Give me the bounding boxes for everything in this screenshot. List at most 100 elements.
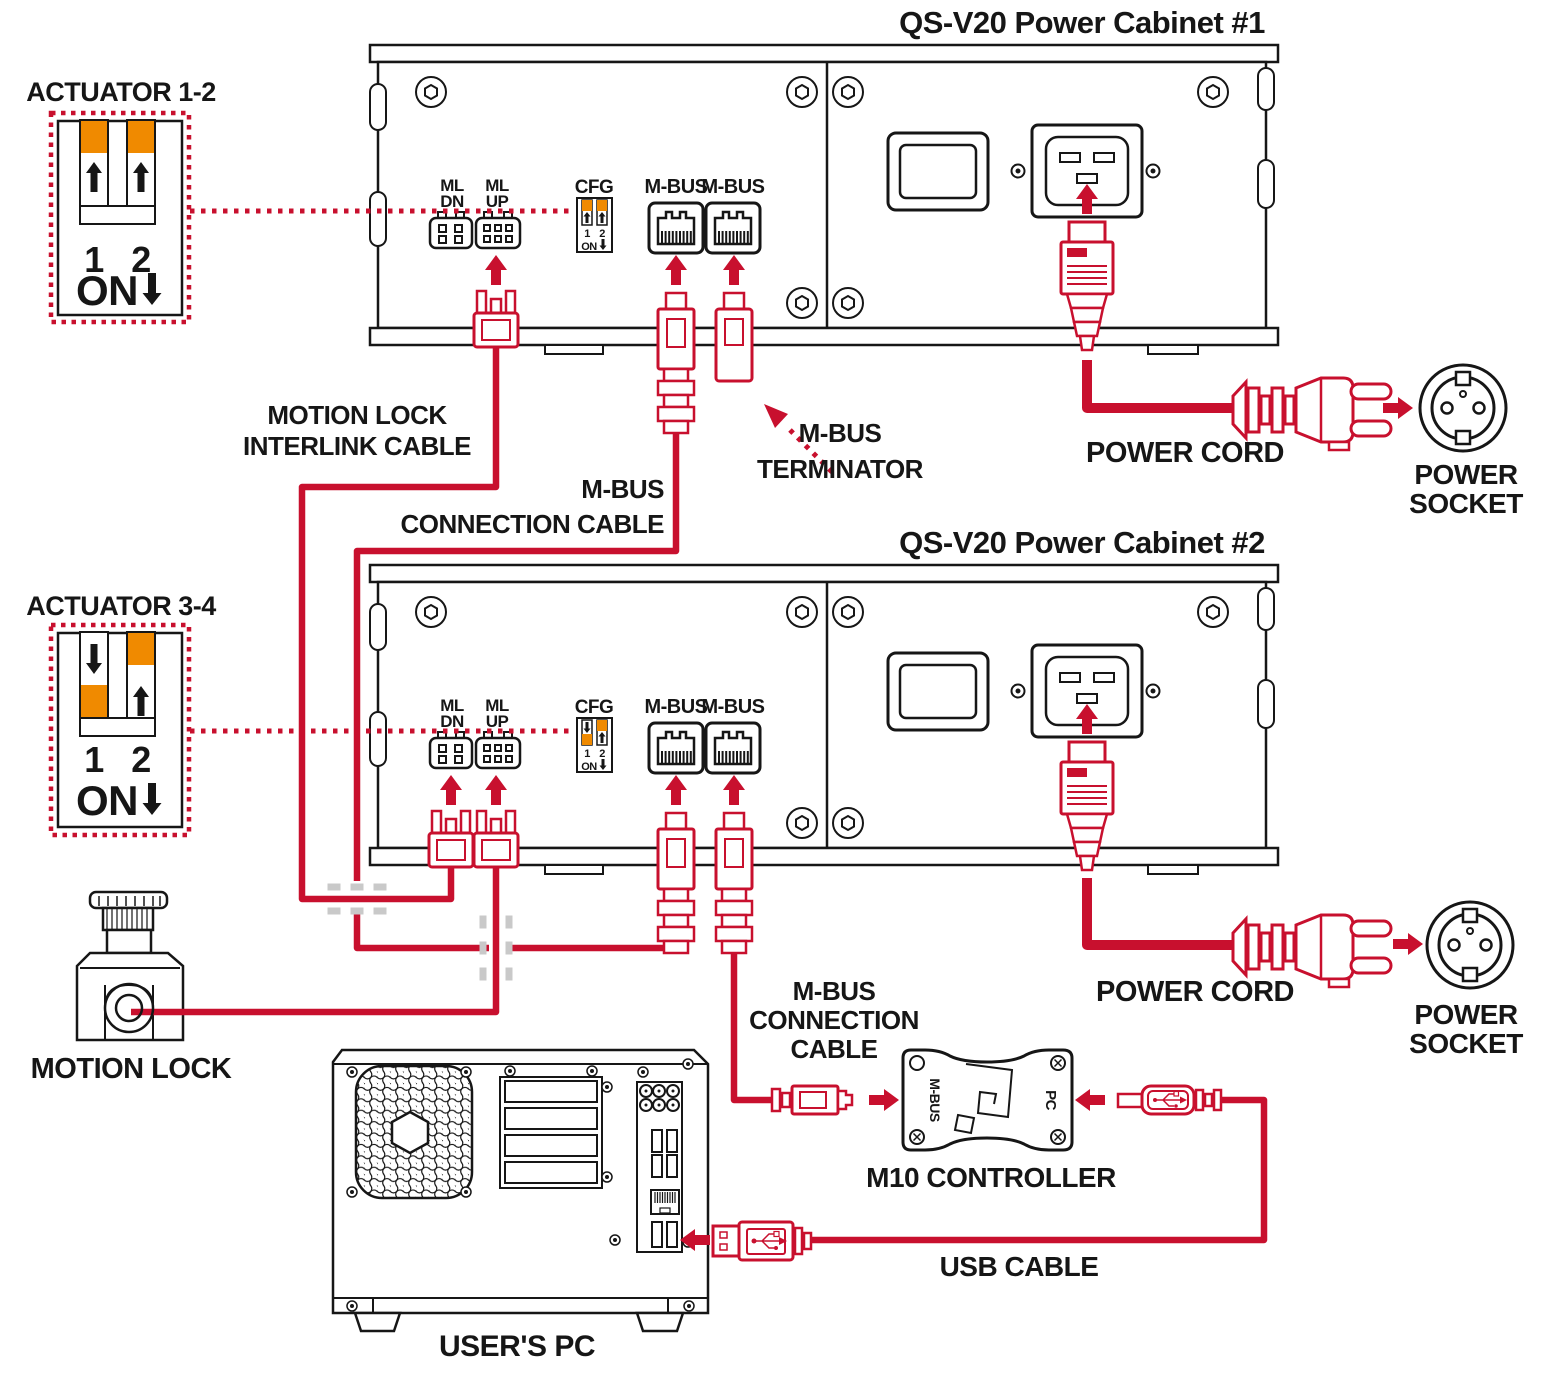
svg-text:ON: ON [76, 777, 138, 824]
motion-lock-plug-cab2 [472, 809, 520, 869]
usb-icon [751, 1230, 787, 1250]
power-cabinet-2: QS-V20 Power Cabinet #2 ML DN ML UP CFG … [368, 525, 1280, 875]
terminator-pointer-arrowhead [764, 404, 788, 428]
usb-a-plug [711, 1220, 813, 1262]
interlink-plug-cab2 [427, 809, 475, 869]
mbus-port-label: M-BUS [701, 696, 764, 718]
cabinet-1-title: QS-V20 Power Cabinet #1 [899, 5, 1265, 40]
left-arrow-icon [1075, 1089, 1105, 1111]
motion-lock-cable [131, 862, 500, 1016]
cfg-dip-switch-2: 1 2 ON [576, 717, 613, 773]
m10-mbus-side-label: M-BUS [927, 1078, 943, 1122]
mbus-cable-plug-cab1 [656, 291, 696, 435]
power-socket-label-2: POWER [1414, 999, 1518, 1030]
ml-dn-connector [428, 730, 474, 770]
power-socket-label-1: POWER [1414, 459, 1518, 490]
svg-text:TERMINATOR: TERMINATOR [757, 454, 924, 484]
svg-text:1: 1 [584, 228, 590, 240]
ml-up-label: ML [485, 176, 509, 195]
cabinet-2-title: QS-V20 Power Cabinet #2 [899, 525, 1265, 560]
usb-cable-label: USB CABLE [940, 1251, 1099, 1282]
mbus-port-2 [704, 201, 762, 255]
mbus-terminator-label: M-BUS [799, 418, 882, 448]
usb-cable-wire [812, 1096, 1268, 1244]
iec-inlet-2 [1010, 643, 1161, 739]
ml-up-label: ML [485, 696, 509, 715]
m10-controller-label: M10 CONTROLLER [866, 1162, 1116, 1193]
cfg-label: CFG [575, 177, 614, 198]
mbus-connection-cable-1 [353, 424, 680, 881]
expansion-slots [499, 1076, 603, 1189]
usb-port-icons [651, 1129, 678, 1178]
mbus-port-label: M-BUS [644, 696, 707, 718]
svg-text:SOCKET: SOCKET [1409, 488, 1523, 519]
m10-logo [953, 1063, 1014, 1135]
mbus-port-label: M-BUS [644, 176, 707, 198]
svg-text:1: 1 [84, 739, 104, 780]
mbus-plug-into-m10 [770, 1084, 854, 1116]
motion-lock-button [75, 890, 185, 1042]
ml-dn-label: ML [440, 696, 464, 715]
svg-text:CONNECTION CABLE: CONNECTION CABLE [400, 509, 664, 539]
usb-port-icon [651, 1221, 663, 1248]
power-switch [886, 651, 990, 732]
svg-text:UP: UP [486, 712, 509, 731]
cabinet-2-top-flange [368, 563, 1280, 584]
cable-crossing-marks [327, 883, 513, 981]
svg-text:CONNECTION: CONNECTION [749, 1005, 919, 1035]
ethernet-port-icon [650, 1189, 680, 1215]
audio-jack-icons [639, 1084, 680, 1112]
svg-text:2: 2 [131, 739, 151, 780]
ml-dn-label: ML [440, 176, 464, 195]
svg-text:SOCKET: SOCKET [1409, 1028, 1523, 1059]
actuator-3-4-dip: ACTUATOR 3-4 1 2 ON [26, 591, 217, 829]
mbus-cable-plug-cab2-in [656, 811, 696, 955]
io-panel [636, 1081, 683, 1253]
svg-text:ON: ON [581, 241, 597, 253]
power-cord-1 [1082, 360, 1238, 413]
power-cord-label-2: POWER CORD [1096, 976, 1294, 1008]
svg-text:1: 1 [84, 239, 104, 280]
m10-pc-side-label: PC [1042, 1090, 1059, 1111]
mbus-port-2 [704, 721, 762, 775]
cfg-label: CFG [575, 697, 614, 718]
usb-mini-plug [1116, 1084, 1223, 1116]
mbus-cable-label-1: M-BUS [581, 474, 664, 504]
mbus-cable-plug-cab2-out [714, 811, 754, 955]
svg-text:2: 2 [599, 228, 605, 240]
users-pc [331, 1048, 710, 1333]
actuator-3-4-title: ACTUATOR 3-4 [26, 591, 216, 621]
power-switch [886, 131, 990, 212]
right-arrow-icon [869, 1089, 899, 1111]
interlink-plug-cab1 [472, 289, 520, 349]
mbus-connection-cable-2 [730, 948, 778, 1104]
cabinet-1-bottom-flange [368, 326, 1280, 347]
svg-text:DN: DN [440, 712, 464, 731]
svg-text:1: 1 [584, 748, 590, 760]
pc-foot [635, 1311, 685, 1333]
actuator-1-2-dip: ACTUATOR 1-2 1 2 ON [26, 77, 216, 317]
cfg-dip-switch-1: 1 2 ON [576, 197, 613, 253]
m10-controller: M-BUS PC [901, 1048, 1074, 1152]
power-cord-label-1: POWER CORD [1086, 437, 1284, 469]
usb-port-icon [666, 1221, 678, 1248]
actuator-1-2-callout-border [48, 110, 192, 325]
svg-text:ON: ON [581, 761, 597, 773]
interlink-cable-label: MOTION LOCK [267, 400, 447, 430]
svg-text:2: 2 [131, 239, 151, 280]
right-arrow-icon [1383, 397, 1413, 419]
svg-text:INTERLINK CABLE: INTERLINK CABLE [243, 431, 471, 461]
power-cord-2 [1082, 878, 1238, 950]
mbus-port-label: M-BUS [701, 176, 764, 198]
right-arrow-icon [1393, 933, 1423, 955]
svg-text:DN: DN [440, 192, 464, 211]
fan-hub [390, 1110, 430, 1155]
power-cabinet-1: QS-V20 Power Cabinet #1 ML DN ML UP CFG … [368, 5, 1280, 355]
mbus-port-1 [647, 721, 705, 775]
svg-text:CABLE: CABLE [790, 1034, 877, 1064]
motion-lock-label: MOTION LOCK [31, 1053, 232, 1085]
pc-foot [353, 1311, 402, 1333]
svg-text:2: 2 [599, 748, 605, 760]
actuator-1-2-title: ACTUATOR 1-2 [26, 77, 216, 107]
